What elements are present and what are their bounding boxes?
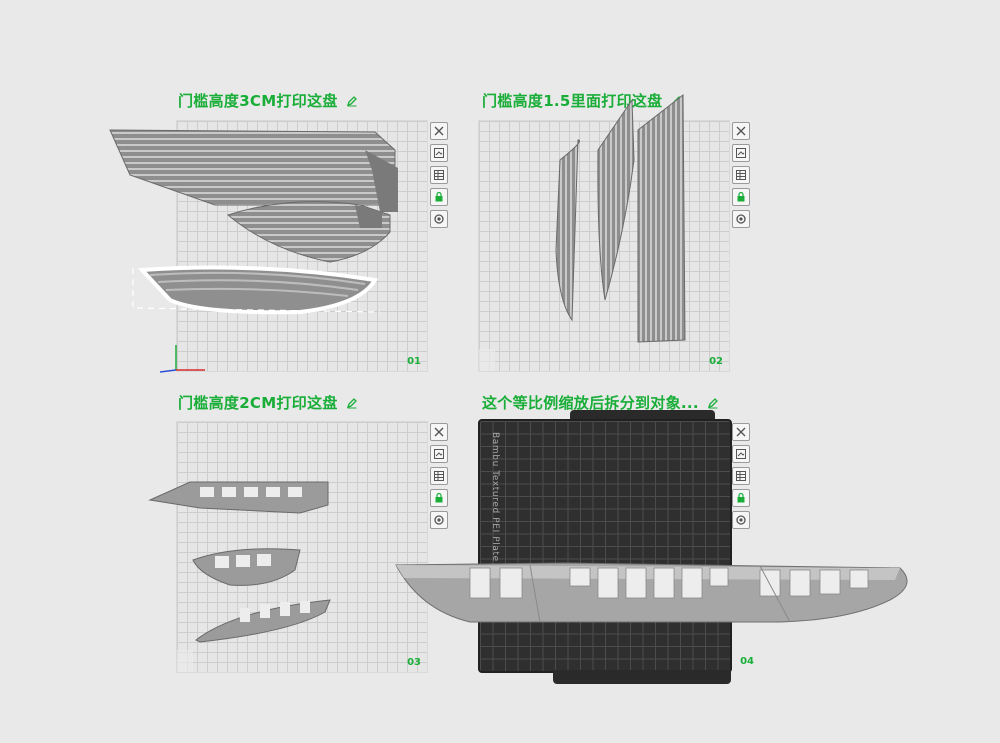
settings-button[interactable] (732, 210, 750, 228)
layers-button[interactable] (430, 467, 448, 485)
threshold-model-flat-2[interactable] (192, 548, 301, 586)
threshold-model-flat-1[interactable] (148, 481, 329, 514)
plate-toolbar-01 (430, 122, 448, 232)
settings-icon (736, 515, 746, 525)
plate-type-label: Bambu Textured PEI Plate (490, 432, 500, 562)
delete-plate-button[interactable] (732, 122, 750, 140)
edit-pencil-icon[interactable] (346, 397, 358, 409)
threshold-model-scaled[interactable] (395, 562, 908, 623)
layers-button[interactable] (732, 467, 750, 485)
axis-gizmo (159, 345, 205, 373)
layers-icon (736, 471, 746, 481)
settings-icon (434, 515, 444, 525)
plate-title-text: 这个等比例缩放后拆分到对象... (482, 394, 699, 412)
threshold-model-vertical-2[interactable] (597, 98, 635, 301)
plate-number: 01 (407, 356, 421, 367)
layers-button[interactable] (430, 166, 448, 184)
threshold-model-flat-3[interactable] (195, 599, 331, 643)
plate-number: 02 (709, 356, 723, 367)
plate-toolbar-04 (732, 423, 750, 533)
delete-plate-button[interactable] (732, 423, 750, 441)
arrange-icon (736, 148, 746, 158)
delete-plate-button[interactable] (430, 122, 448, 140)
settings-button[interactable] (430, 511, 448, 529)
settings-button[interactable] (732, 511, 750, 529)
lock-icon (435, 492, 443, 503)
threshold-model-selected[interactable] (132, 265, 381, 315)
close-icon (736, 126, 746, 136)
threshold-model-large[interactable] (109, 129, 398, 212)
lock-icon (737, 492, 745, 503)
arrange-button[interactable] (430, 144, 448, 162)
threshold-model-vertical-1[interactable] (555, 139, 580, 322)
plate-title-01[interactable]: 门槛高度3CM打印这盘 (178, 90, 358, 112)
plate-number: 03 (407, 657, 421, 668)
close-icon (434, 427, 444, 437)
plate-title-text: 门槛高度1.5里面打印这盘 (482, 92, 663, 110)
close-icon (434, 126, 444, 136)
lock-icon (435, 191, 443, 202)
arrange-button[interactable] (732, 144, 750, 162)
plate-number: 04 (740, 656, 754, 667)
lock-button[interactable] (430, 188, 448, 206)
plate-toolbar-03 (430, 423, 448, 533)
arrange-icon (434, 449, 444, 459)
close-icon (736, 427, 746, 437)
layers-icon (434, 170, 444, 180)
settings-button[interactable] (430, 210, 448, 228)
plate-toolbar-02 (732, 122, 750, 232)
threshold-model-vertical-3[interactable] (637, 93, 686, 343)
arrange-icon (736, 449, 746, 459)
plate-footer (553, 670, 731, 684)
lock-button[interactable] (430, 489, 448, 507)
arrange-icon (434, 148, 444, 158)
plate-title-text: 门槛高度3CM打印这盘 (178, 92, 338, 110)
layers-icon (736, 170, 746, 180)
plate-title-04[interactable]: 这个等比例缩放后拆分到对象... (482, 392, 719, 414)
lock-icon (737, 191, 745, 202)
layers-button[interactable] (732, 166, 750, 184)
lock-button[interactable] (732, 489, 750, 507)
arrange-button[interactable] (430, 445, 448, 463)
delete-plate-button[interactable] (430, 423, 448, 441)
plate-corner-marker (177, 650, 193, 672)
arrange-button[interactable] (732, 445, 750, 463)
build-plate-04[interactable]: 04 (478, 419, 754, 673)
plate-corner-marker (479, 349, 495, 371)
threshold-model-medium[interactable] (226, 201, 391, 263)
plate-title-03[interactable]: 门槛高度2CM打印这盘 (178, 392, 358, 414)
edit-pencil-icon[interactable] (346, 95, 358, 107)
plate-title-text: 门槛高度2CM打印这盘 (178, 394, 338, 412)
settings-icon (434, 214, 444, 224)
lock-button[interactable] (732, 188, 750, 206)
settings-icon (736, 214, 746, 224)
edit-pencil-icon[interactable] (707, 397, 719, 409)
layers-icon (434, 471, 444, 481)
